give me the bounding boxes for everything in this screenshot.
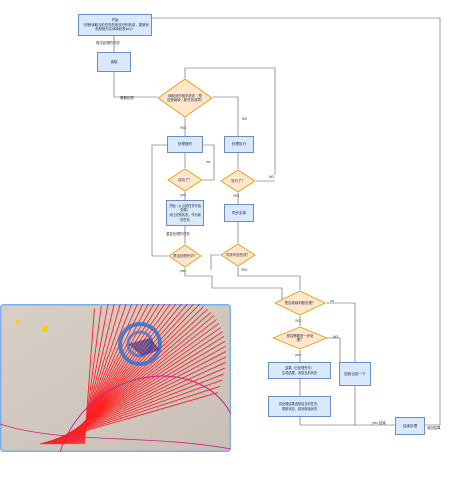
decision-main-shape (157, 78, 213, 118)
decision-done-text[interactable]: 是否处理完毕？ (173, 253, 197, 258)
label-no-right: no (330, 299, 335, 303)
edge-decision-handle-b (213, 96, 239, 136)
edge-decsync-left (210, 254, 220, 270)
decision-ok-shape (167, 168, 203, 192)
decision-b-text[interactable]: 执行了？ (231, 178, 245, 183)
edge-done-down (184, 268, 283, 300)
decision-second-shape (272, 326, 328, 350)
label-yes-final: yes (295, 353, 301, 357)
edge-done-loop (151, 144, 168, 257)
decision-big-text[interactable]: 是否继续判断处理？ (284, 300, 316, 305)
handle-b-node[interactable]: 处理执行 (224, 136, 254, 153)
label-no1: NO (242, 117, 248, 121)
edge-start-end (152, 17, 441, 426)
edge-decsync-down (237, 267, 301, 290)
label-no-low: NO (333, 335, 339, 339)
result-left-node[interactable]: 结果（已处理完毕）生成结果，返回当前状态 (268, 362, 331, 379)
final-node[interactable]: 将处理结果返回给当前任务，更新状态，回到原始状态 (268, 396, 331, 417)
photo-image (0, 304, 231, 452)
sync-node[interactable]: 同步实体 (224, 204, 254, 222)
end-node[interactable]: 结束处理 (395, 417, 425, 435)
edge-loop-top (184, 67, 276, 175)
decision-second-text[interactable]: 是否需要进一步处理？ (286, 333, 314, 342)
process-node[interactable]: 开始（从当前任务开始处理）对比识别状态，作为新的任务 (166, 200, 204, 226)
edge-final-end (299, 417, 395, 426)
fan-line (83, 308, 95, 445)
overlay-photo (0, 304, 231, 452)
label-yes-last: yes 结束 (372, 421, 386, 425)
label-yes-bottom: yes (180, 269, 186, 273)
start-node[interactable]: 开始（判断读取当前任务的相关识别信息，更新状态和相关实体映射表key） (78, 14, 152, 36)
decision-ok-text[interactable]: 成功了？ (178, 177, 192, 182)
edge-big-right (326, 302, 356, 362)
edge-read-decision (113, 72, 157, 98)
label-yes-low: YES (295, 319, 302, 323)
label-bottom-right: 返回结果 (427, 426, 441, 430)
decision-sync-shape (220, 243, 256, 267)
edge-ok-no (203, 144, 215, 181)
label-loop: 重复处理的任务 (166, 232, 190, 236)
handle-a-node[interactable]: 处理操作 (167, 136, 203, 153)
decision-done-shape (168, 244, 202, 268)
decision-sync-text[interactable]: 同步状态完成？ (226, 252, 250, 257)
label-no3: NO (269, 175, 275, 179)
label-left-mid: 需要处理 (120, 96, 134, 100)
label-no2: no (206, 160, 211, 164)
edge-second-right (326, 337, 341, 362)
label-yes3: YES (233, 194, 240, 198)
label-yes4: YES (241, 268, 248, 272)
decision-main-text[interactable]: 读取到的相关状态（是否是继续 / 新任务选项） (167, 93, 203, 102)
read-node[interactable]: 读取 (97, 52, 131, 72)
label-yes1: YES (180, 126, 187, 130)
decision-big-shape (274, 290, 326, 316)
label-top: 首次处理的任务 (96, 41, 120, 45)
label-yes2: yes (180, 193, 186, 197)
result-right-node[interactable]: 回到当前一下 (339, 362, 371, 386)
decision-b-shape (220, 169, 256, 193)
